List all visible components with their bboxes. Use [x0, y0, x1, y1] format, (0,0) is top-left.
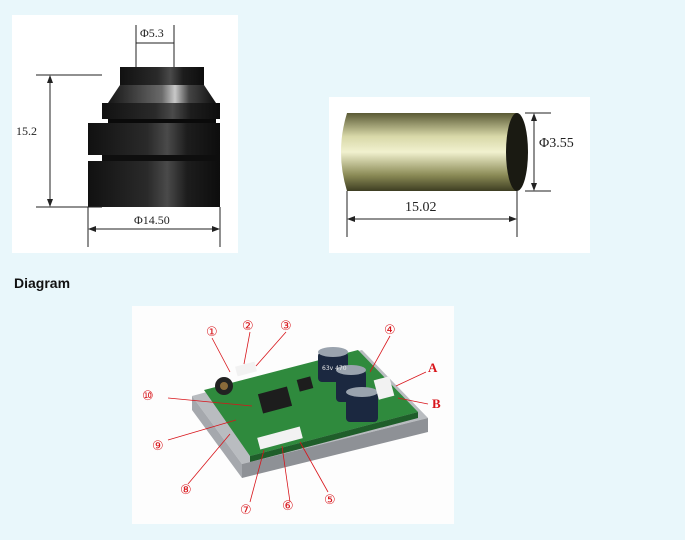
callout-2: ②	[242, 319, 254, 334]
callout-1: ①	[206, 325, 218, 340]
callout-lines	[167, 331, 429, 503]
pin-shape	[341, 113, 528, 191]
callout-9: ⑨	[152, 439, 164, 454]
bushing-drawing-panel: Φ5.3 15.2 Φ14.50	[12, 15, 238, 253]
bushing-drawing: Φ5.3 15.2 Φ14.50	[16, 25, 221, 247]
capacitors: 63v 470	[318, 347, 378, 422]
controller-board-illustration: 63v 470 ① ② ③ ④ ⑤ ⑥ ⑦ ⑧ ⑨ ⑩	[142, 319, 441, 518]
connector-right	[373, 376, 395, 400]
top-diameter-label: Φ5.3	[140, 26, 164, 40]
chip	[257, 386, 293, 414]
section-title: Diagram	[14, 275, 71, 291]
callout-6: ⑥	[282, 499, 294, 514]
pin-drawing: Φ3.55 15.02	[341, 112, 574, 237]
callout-5: ⑤	[324, 493, 336, 508]
callout-10: ⑩	[142, 389, 154, 404]
base-diameter-label: Φ14.50	[134, 213, 170, 227]
pin-length-label: 15.02	[405, 200, 437, 215]
height-label: 15.2	[16, 124, 37, 138]
connector-top	[235, 361, 257, 377]
capacitor-marking: 63v 470	[322, 365, 347, 372]
callout-3: ③	[280, 319, 292, 334]
callout-8: ⑧	[180, 483, 192, 498]
connector-bottom	[257, 426, 303, 450]
callout-a: A	[428, 360, 438, 375]
bushing-shape	[88, 67, 220, 207]
board-photo-panel: 63v 470 ① ② ③ ④ ⑤ ⑥ ⑦ ⑧ ⑨ ⑩	[132, 306, 454, 524]
callout-7: ⑦	[240, 503, 252, 518]
pin-drawing-panel: Φ3.55 15.02	[329, 97, 590, 253]
pin-diameter-label: Φ3.55	[539, 136, 574, 151]
callout-b: B	[432, 396, 441, 411]
callout-4: ④	[384, 323, 396, 338]
